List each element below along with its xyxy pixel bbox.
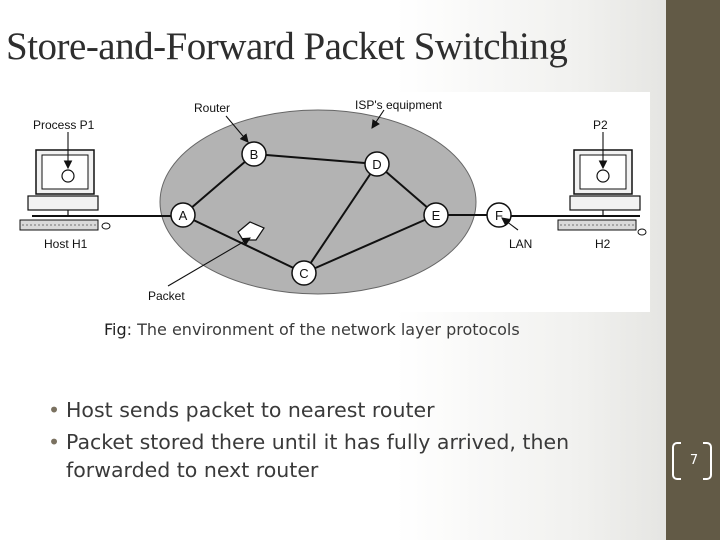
router-c-label: C	[299, 266, 308, 281]
label-host-h1: Host H1	[44, 237, 88, 251]
router-d: D	[364, 151, 390, 177]
router-f-label: F	[495, 208, 503, 223]
link-d-c	[303, 163, 378, 274]
router-e-label: E	[432, 208, 441, 223]
label-isp-equipment: ISP's equipment	[355, 98, 443, 112]
host-h1-computer-icon	[19, 149, 111, 231]
caption-text: : The environment of the network layer p…	[126, 320, 520, 339]
arrow-packet	[167, 237, 251, 287]
router-c: C	[291, 260, 317, 286]
link-d-e	[376, 163, 437, 216]
router-b: B	[241, 141, 267, 167]
router-a: A	[170, 202, 196, 228]
page-number-bracket-left	[672, 442, 681, 480]
isp-cloud	[159, 109, 477, 295]
router-b-label: B	[250, 147, 259, 162]
link-c-e	[303, 214, 437, 274]
router-e: E	[423, 202, 449, 228]
link-a-b	[182, 153, 255, 216]
network-diagram: A B C D E F	[18, 92, 650, 312]
slide-title: Store-and-Forward Packet Switching	[6, 25, 568, 68]
label-h2: H2	[595, 237, 611, 251]
page-number: 7	[689, 452, 699, 468]
bullet-item: Packet stored there until it has fully a…	[48, 428, 648, 485]
figure-caption: Fig: The environment of the network laye…	[104, 320, 520, 339]
bullet-item: Host sends packet to nearest router	[48, 396, 648, 425]
host-h2-computer-icon	[557, 149, 647, 236]
label-packet: Packet	[148, 289, 185, 303]
label-lan: LAN	[509, 237, 532, 251]
caption-prefix: Fig	[104, 320, 127, 339]
arrow-router	[225, 115, 249, 143]
link-b-d	[253, 153, 378, 165]
page-number-bracket-right	[703, 442, 712, 480]
router-a-label: A	[179, 208, 188, 223]
network-diagram-svg: A B C D E F	[19, 98, 647, 303]
router-f: F	[486, 202, 512, 228]
label-process-p1: Process P1	[33, 118, 95, 132]
arrow-isp	[371, 109, 385, 129]
arrow-lan	[501, 217, 519, 231]
pointer-arrows	[63, 109, 608, 287]
label-p2: P2	[593, 118, 608, 132]
label-router: Router	[194, 101, 230, 115]
bullet-list: Host sends packet to nearest router Pack…	[48, 396, 648, 488]
router-d-label: D	[372, 157, 381, 172]
